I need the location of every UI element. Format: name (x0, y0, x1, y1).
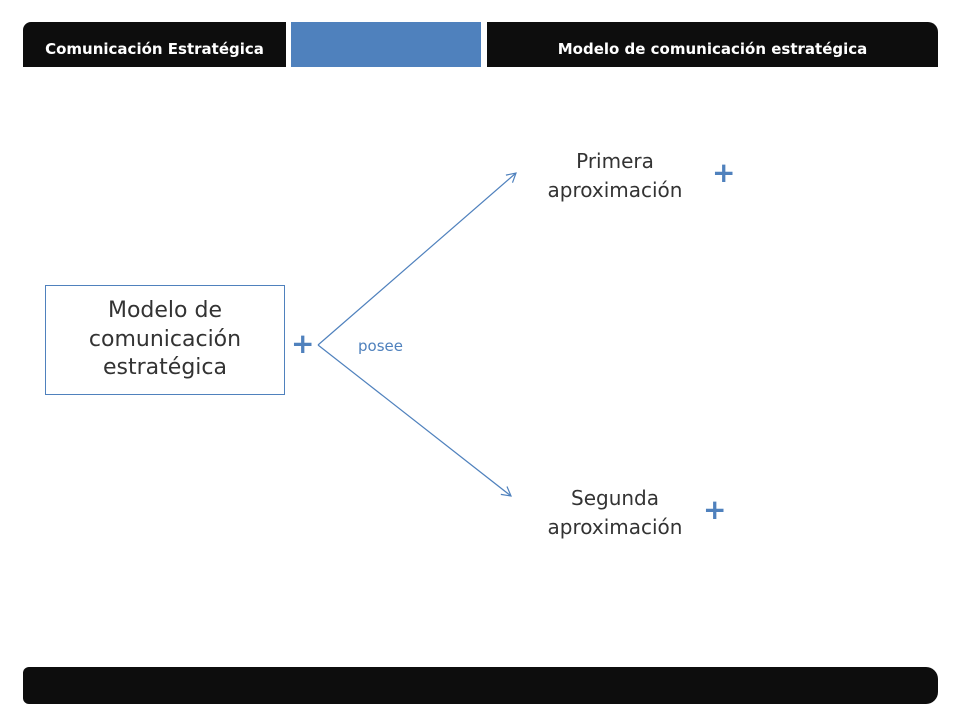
header-right-title: Modelo de comunicación estratégica (557, 40, 868, 58)
connector-to-second (317, 344, 512, 497)
header-accent-block (291, 22, 481, 67)
header-right-bar: Modelo de comunicación estratégica (487, 22, 938, 67)
child-first-expand-icon[interactable]: + (712, 156, 736, 189)
edge-label: posee (358, 337, 403, 355)
header-left-title: Comunicación Estratégica (45, 40, 264, 58)
root-node-label: Modelo de comunicación estratégica (88, 298, 242, 381)
footer-bar (23, 667, 938, 704)
child-second-expand-icon[interactable]: + (703, 493, 727, 526)
child-node-second-line2: aproximación (547, 515, 683, 539)
child-node-first-line2: aproximación (547, 178, 683, 202)
child-node-second[interactable]: Segunda aproximación (515, 484, 715, 542)
child-node-first[interactable]: Primera aproximación (515, 147, 715, 205)
root-expand-icon[interactable]: + (291, 327, 315, 360)
connector-to-first (317, 172, 517, 346)
root-node-box[interactable]: Modelo de comunicación estratégica (45, 285, 285, 395)
child-node-first-line1: Primera (576, 149, 654, 173)
header-left-bar: Comunicación Estratégica (23, 22, 286, 67)
child-node-second-line1: Segunda (571, 486, 659, 510)
